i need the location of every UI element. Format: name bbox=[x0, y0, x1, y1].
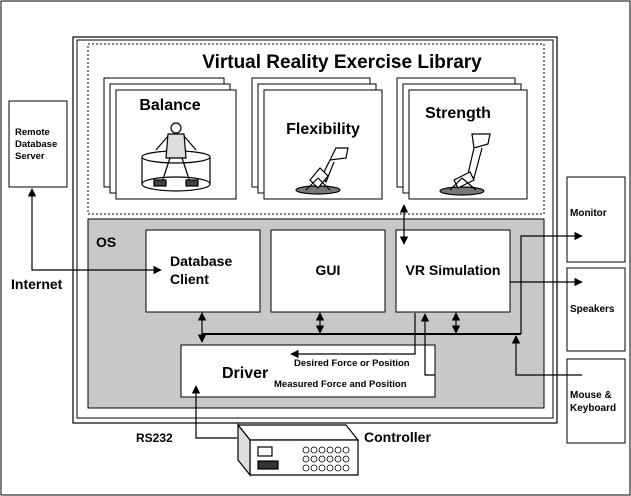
gui-box bbox=[270, 229, 386, 313]
remote-server-line-2: Database bbox=[15, 139, 57, 150]
strength-leg-icon bbox=[439, 133, 491, 196]
monitor-box bbox=[566, 176, 626, 263]
library-title: Virtual Reality Exercise Library bbox=[202, 52, 482, 73]
remote-database-server-box bbox=[8, 100, 68, 188]
vr-simulation-label: VR Simulation bbox=[406, 262, 501, 278]
gui-label: GUI bbox=[316, 262, 341, 278]
balance-figure-icon bbox=[141, 122, 211, 192]
measured-force-arrow bbox=[420, 313, 435, 376]
database-client-line-2: Client bbox=[170, 271, 209, 287]
strength-card: Strength bbox=[396, 77, 528, 200]
flexibility-leg-icon bbox=[295, 147, 349, 195]
desired-force-arrow bbox=[290, 313, 416, 359]
database-client-box bbox=[145, 229, 261, 313]
remote-server-line-1: Remote bbox=[15, 127, 50, 138]
mouse-keyboard-line-2: Keyboard bbox=[570, 403, 616, 414]
remote-server-line-3: Server bbox=[15, 151, 45, 162]
strength-label: Strength bbox=[425, 105, 491, 122]
mouse-keyboard-line-1: Mouse & bbox=[570, 390, 612, 401]
monitor-link bbox=[520, 231, 583, 334]
database-client-line-1: Database bbox=[170, 253, 232, 269]
mouse-keyboard-link bbox=[511, 335, 582, 376]
balance-card: Balance bbox=[103, 77, 237, 200]
mouse-keyboard-box bbox=[566, 358, 626, 444]
measured-force-label: Measured Force and Position bbox=[274, 379, 407, 390]
rs232-label: RS232 bbox=[136, 431, 173, 445]
vr-simulation-box bbox=[395, 229, 511, 313]
flexibility-card: Flexibility bbox=[251, 77, 383, 200]
controller-device-icon bbox=[236, 423, 360, 477]
rs232-link bbox=[191, 385, 237, 439]
desired-force-label: Desired Force or Position bbox=[294, 358, 410, 369]
os-label: OS bbox=[96, 234, 116, 250]
controller-label: Controller bbox=[364, 429, 431, 445]
monitor-label: Monitor bbox=[570, 208, 607, 219]
driver-label: Driver bbox=[222, 365, 268, 382]
internet-label: Internet bbox=[11, 276, 63, 292]
internet-link bbox=[27, 188, 162, 275]
flexibility-label: Flexibility bbox=[286, 121, 360, 138]
speakers-label: Speakers bbox=[570, 304, 615, 315]
balance-label: Balance bbox=[139, 97, 200, 114]
